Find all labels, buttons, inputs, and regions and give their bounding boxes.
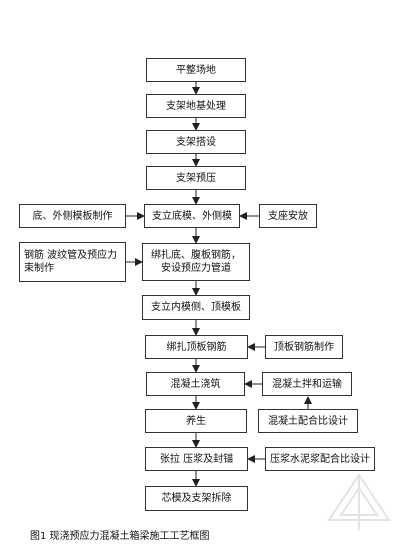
side-grout-mix-design: 压浆水泥浆配合比设计: [265, 447, 375, 471]
side-rebar-duct-fabrication: 钢筋 波纹管及预应力束制作: [19, 242, 126, 282]
step-curing: 养生: [145, 409, 247, 433]
side-mix-design: 混凝土配合比设计: [258, 409, 358, 433]
figure-caption: 图1 现浇预应力混凝土箱梁施工工艺框图: [30, 531, 210, 542]
step-remove-forms: 芯模及支架拆除: [145, 486, 248, 511]
step-concrete-pour: 混凝土浇筑: [146, 372, 245, 396]
step-erect-scaffold: 支架搭设: [146, 130, 246, 154]
step-foundation-treatment: 支架地基处理: [146, 94, 246, 118]
watermark-logo-icon: [327, 473, 391, 530]
side-form-fabrication: 底、外侧模板制作: [19, 204, 126, 228]
side-bearing-placement: 支座安放: [259, 204, 317, 228]
side-concrete-mixing: 混凝土拌和运输: [262, 372, 352, 396]
step-rebar-ducts: 绑扎底、腹板钢筋，安设预应力管道: [142, 243, 250, 281]
step-preload-scaffold: 支架预压: [146, 166, 246, 190]
side-top-rebar-fabrication: 顶板钢筋制作: [265, 335, 343, 359]
step-tension-grout: 张拉 压浆及封锚: [145, 447, 248, 471]
step-top-rebar: 绑扎顶板钢筋: [145, 335, 248, 359]
step-inner-top-forms: 支立内模侧、顶模板: [142, 295, 250, 320]
step-level-site: 平整场地: [146, 58, 246, 82]
step-bottom-side-forms: 支立底模、外侧模: [144, 204, 240, 228]
